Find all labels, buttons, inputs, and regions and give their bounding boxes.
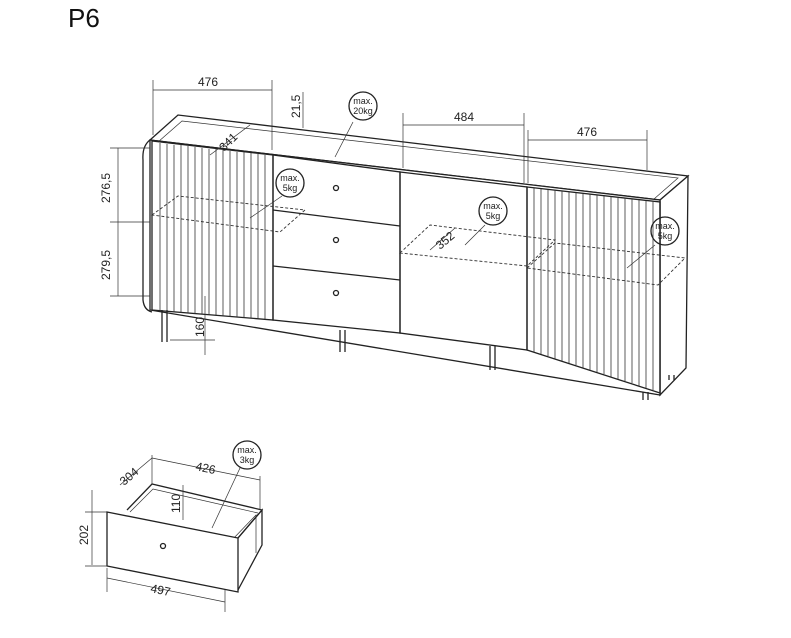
drawer-inner-back <box>129 488 259 514</box>
right-door-slats <box>533 188 654 390</box>
drawer-divider-2 <box>272 265 401 281</box>
sideboard-right-end <box>659 174 689 397</box>
dim-drawer-width: 426 <box>194 459 217 477</box>
drawer-knob-2 <box>332 236 340 244</box>
drawer-detail-knob <box>159 542 167 550</box>
sideboard-top-inner <box>157 120 679 200</box>
load-bubble-middle-shelf: max. 5kg <box>464 196 508 246</box>
sideboard-front <box>149 139 661 396</box>
dim-middle-width: 484 <box>454 110 474 124</box>
svg-text:5kg: 5kg <box>658 231 673 241</box>
left-shelf <box>150 195 307 233</box>
drawer-right-side <box>237 508 263 591</box>
dim-upper-height: 276,5 <box>99 173 113 203</box>
svg-text:max.: max. <box>483 201 503 211</box>
dim-drawer-inner-height: 110 <box>169 494 183 513</box>
svg-text:max.: max. <box>655 221 675 231</box>
sideboard-dimension-lines <box>110 80 648 355</box>
drawer-right-side-inner <box>231 514 257 553</box>
load-bubble-left-shelf: max. 5kg <box>249 168 305 219</box>
load-bubble-top: max. 20kg <box>334 91 378 158</box>
drawer-front <box>106 511 239 593</box>
drawer-detail <box>85 455 264 612</box>
dim-leg-height: 160 <box>193 317 207 337</box>
svg-text:max.: max. <box>353 96 373 106</box>
dim-top-right-width: 476 <box>577 125 597 139</box>
page-title: P6 <box>68 3 100 33</box>
dim-lower-height: 279,5 <box>99 250 113 280</box>
svg-text:max.: max. <box>280 173 300 183</box>
sideboard <box>142 114 690 400</box>
drawer-knob-3 <box>332 289 340 297</box>
svg-text:5kg: 5kg <box>283 183 298 193</box>
dim-top-gap: 21,5 <box>289 94 303 118</box>
left-door-slats <box>159 143 266 319</box>
svg-text:3kg: 3kg <box>240 455 255 465</box>
dim-top-left-width: 476 <box>198 75 218 89</box>
sideboard-legs <box>161 310 675 400</box>
drawer-divider-1 <box>272 209 401 227</box>
dim-drawer-height: 202 <box>77 525 91 545</box>
load-bubble-right-shelf: max. 5kg <box>626 216 680 269</box>
right-door <box>526 186 661 394</box>
svg-text:5kg: 5kg <box>486 211 501 221</box>
sideboard-left-end <box>142 139 153 313</box>
right-shelf <box>525 242 686 286</box>
svg-text:max.: max. <box>237 445 257 455</box>
dim-drawer-front-width: 497 <box>149 581 172 599</box>
middle-shelf <box>398 224 557 267</box>
load-bubble-drawer: max. 3kg <box>211 440 262 529</box>
svg-text:20kg: 20kg <box>353 106 373 116</box>
drawer-knob-1 <box>332 184 340 192</box>
